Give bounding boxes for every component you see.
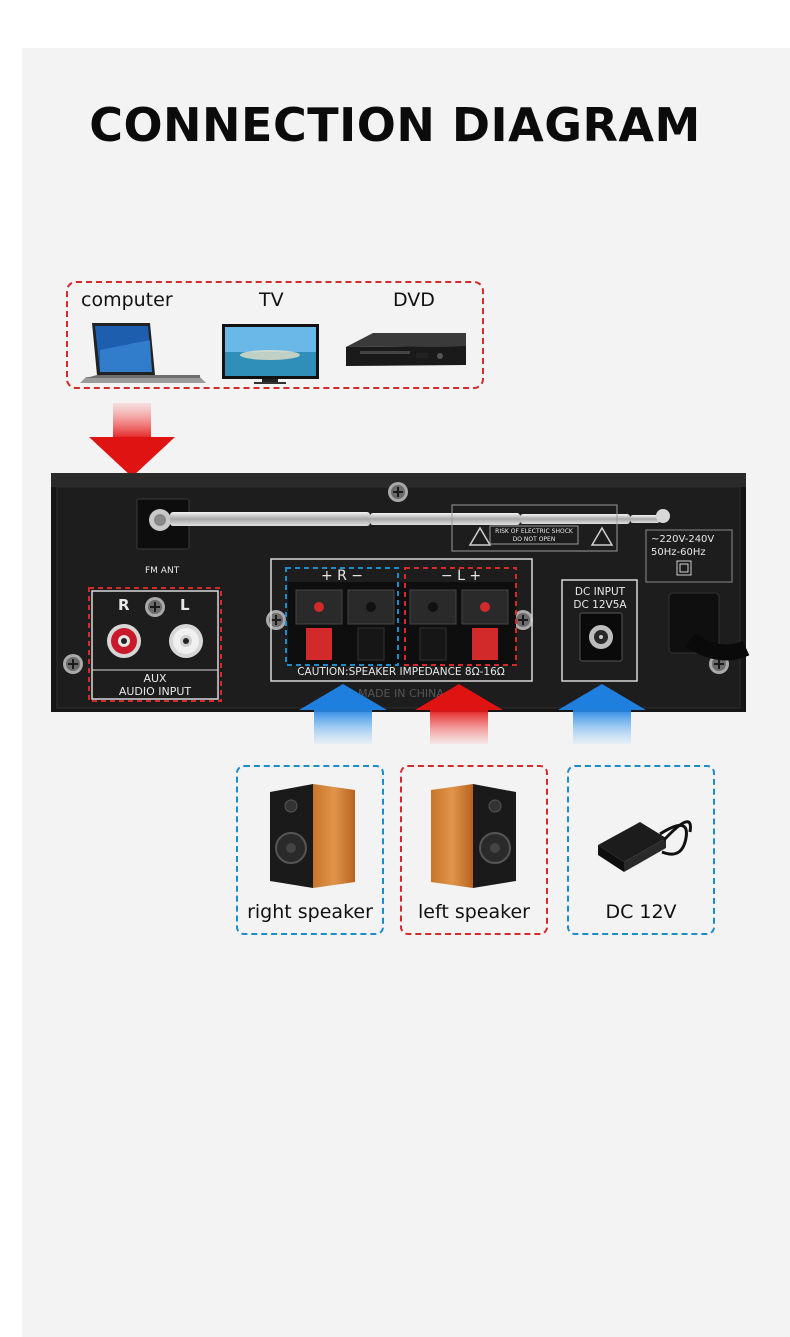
dc-power-arrow-up xyxy=(558,684,646,744)
fm-ant-label: FM ANT xyxy=(145,566,180,576)
dc-input-label-1: DC INPUT xyxy=(575,586,626,598)
output-label-dc: DC 12V xyxy=(605,901,677,923)
aux-label-line2: AUDIO INPUT xyxy=(119,685,192,698)
speaker-terminal-l-positive xyxy=(461,589,509,660)
laptop-icon xyxy=(80,323,206,383)
screw-icon xyxy=(63,654,83,674)
aux-input-section xyxy=(88,587,222,702)
screw-icon xyxy=(513,610,533,630)
output-label-right-speaker: right speaker xyxy=(247,901,373,923)
rca-jack-left xyxy=(169,624,203,658)
screw-icon xyxy=(145,597,165,617)
power-cord xyxy=(668,592,750,661)
source-label-computer: computer xyxy=(81,289,173,311)
warning-text-2: DO NOT OPEN xyxy=(513,536,556,543)
speaker-r-polarity-label: + R − xyxy=(321,568,363,584)
rca-jack-right xyxy=(107,624,141,658)
voltage-text-1: ~220V-240V xyxy=(651,534,714,545)
aux-r-label: R xyxy=(118,596,130,614)
screw-icon xyxy=(388,482,408,502)
speaker-terminal-l-negative xyxy=(409,589,457,661)
source-label-tv: TV xyxy=(259,289,284,311)
speaker-icon xyxy=(270,784,355,888)
source-label-dvd: DVD xyxy=(393,289,435,311)
dvd-player-icon xyxy=(346,333,466,366)
right-speaker-box xyxy=(236,765,384,935)
voltage-label-box xyxy=(645,529,733,583)
dc-power-box xyxy=(567,765,715,935)
input-arrow-down xyxy=(89,403,175,477)
left-speaker-box xyxy=(400,765,548,935)
left-speaker-arrow-up xyxy=(415,684,503,744)
dc-input-label-2: DC 12V5A xyxy=(573,599,627,611)
speaker-icon xyxy=(431,784,516,888)
warning-label xyxy=(451,504,618,552)
tv-icon xyxy=(222,324,319,384)
speaker-l-polarity-label: − L + xyxy=(441,568,481,584)
warning-text-1: RISK OF ELECTRIC SHOCK xyxy=(495,528,574,535)
aux-l-label: L xyxy=(180,596,190,614)
page-title: CONNECTION DIAGRAM xyxy=(89,98,701,152)
fm-antenna xyxy=(136,498,670,550)
output-label-left-speaker: left speaker xyxy=(418,901,530,923)
right-speaker-arrow-up xyxy=(299,684,387,744)
screw-icon xyxy=(266,610,286,630)
speaker-terminal-r-positive xyxy=(295,589,343,660)
made-in-label: MADE IN CHINA xyxy=(358,687,444,700)
speaker-caution-label: CAUTION:SPEAKER IMPEDANCE 8Ω-16Ω xyxy=(297,666,505,678)
power-adapter-icon xyxy=(598,820,692,872)
speaker-terminal-r-negative xyxy=(347,589,395,661)
input-sources-box xyxy=(66,281,484,389)
dc-input-section xyxy=(561,579,638,682)
aux-label-line1: AUX xyxy=(143,672,167,685)
voltage-text-2: 50Hz-60Hz xyxy=(651,547,706,558)
